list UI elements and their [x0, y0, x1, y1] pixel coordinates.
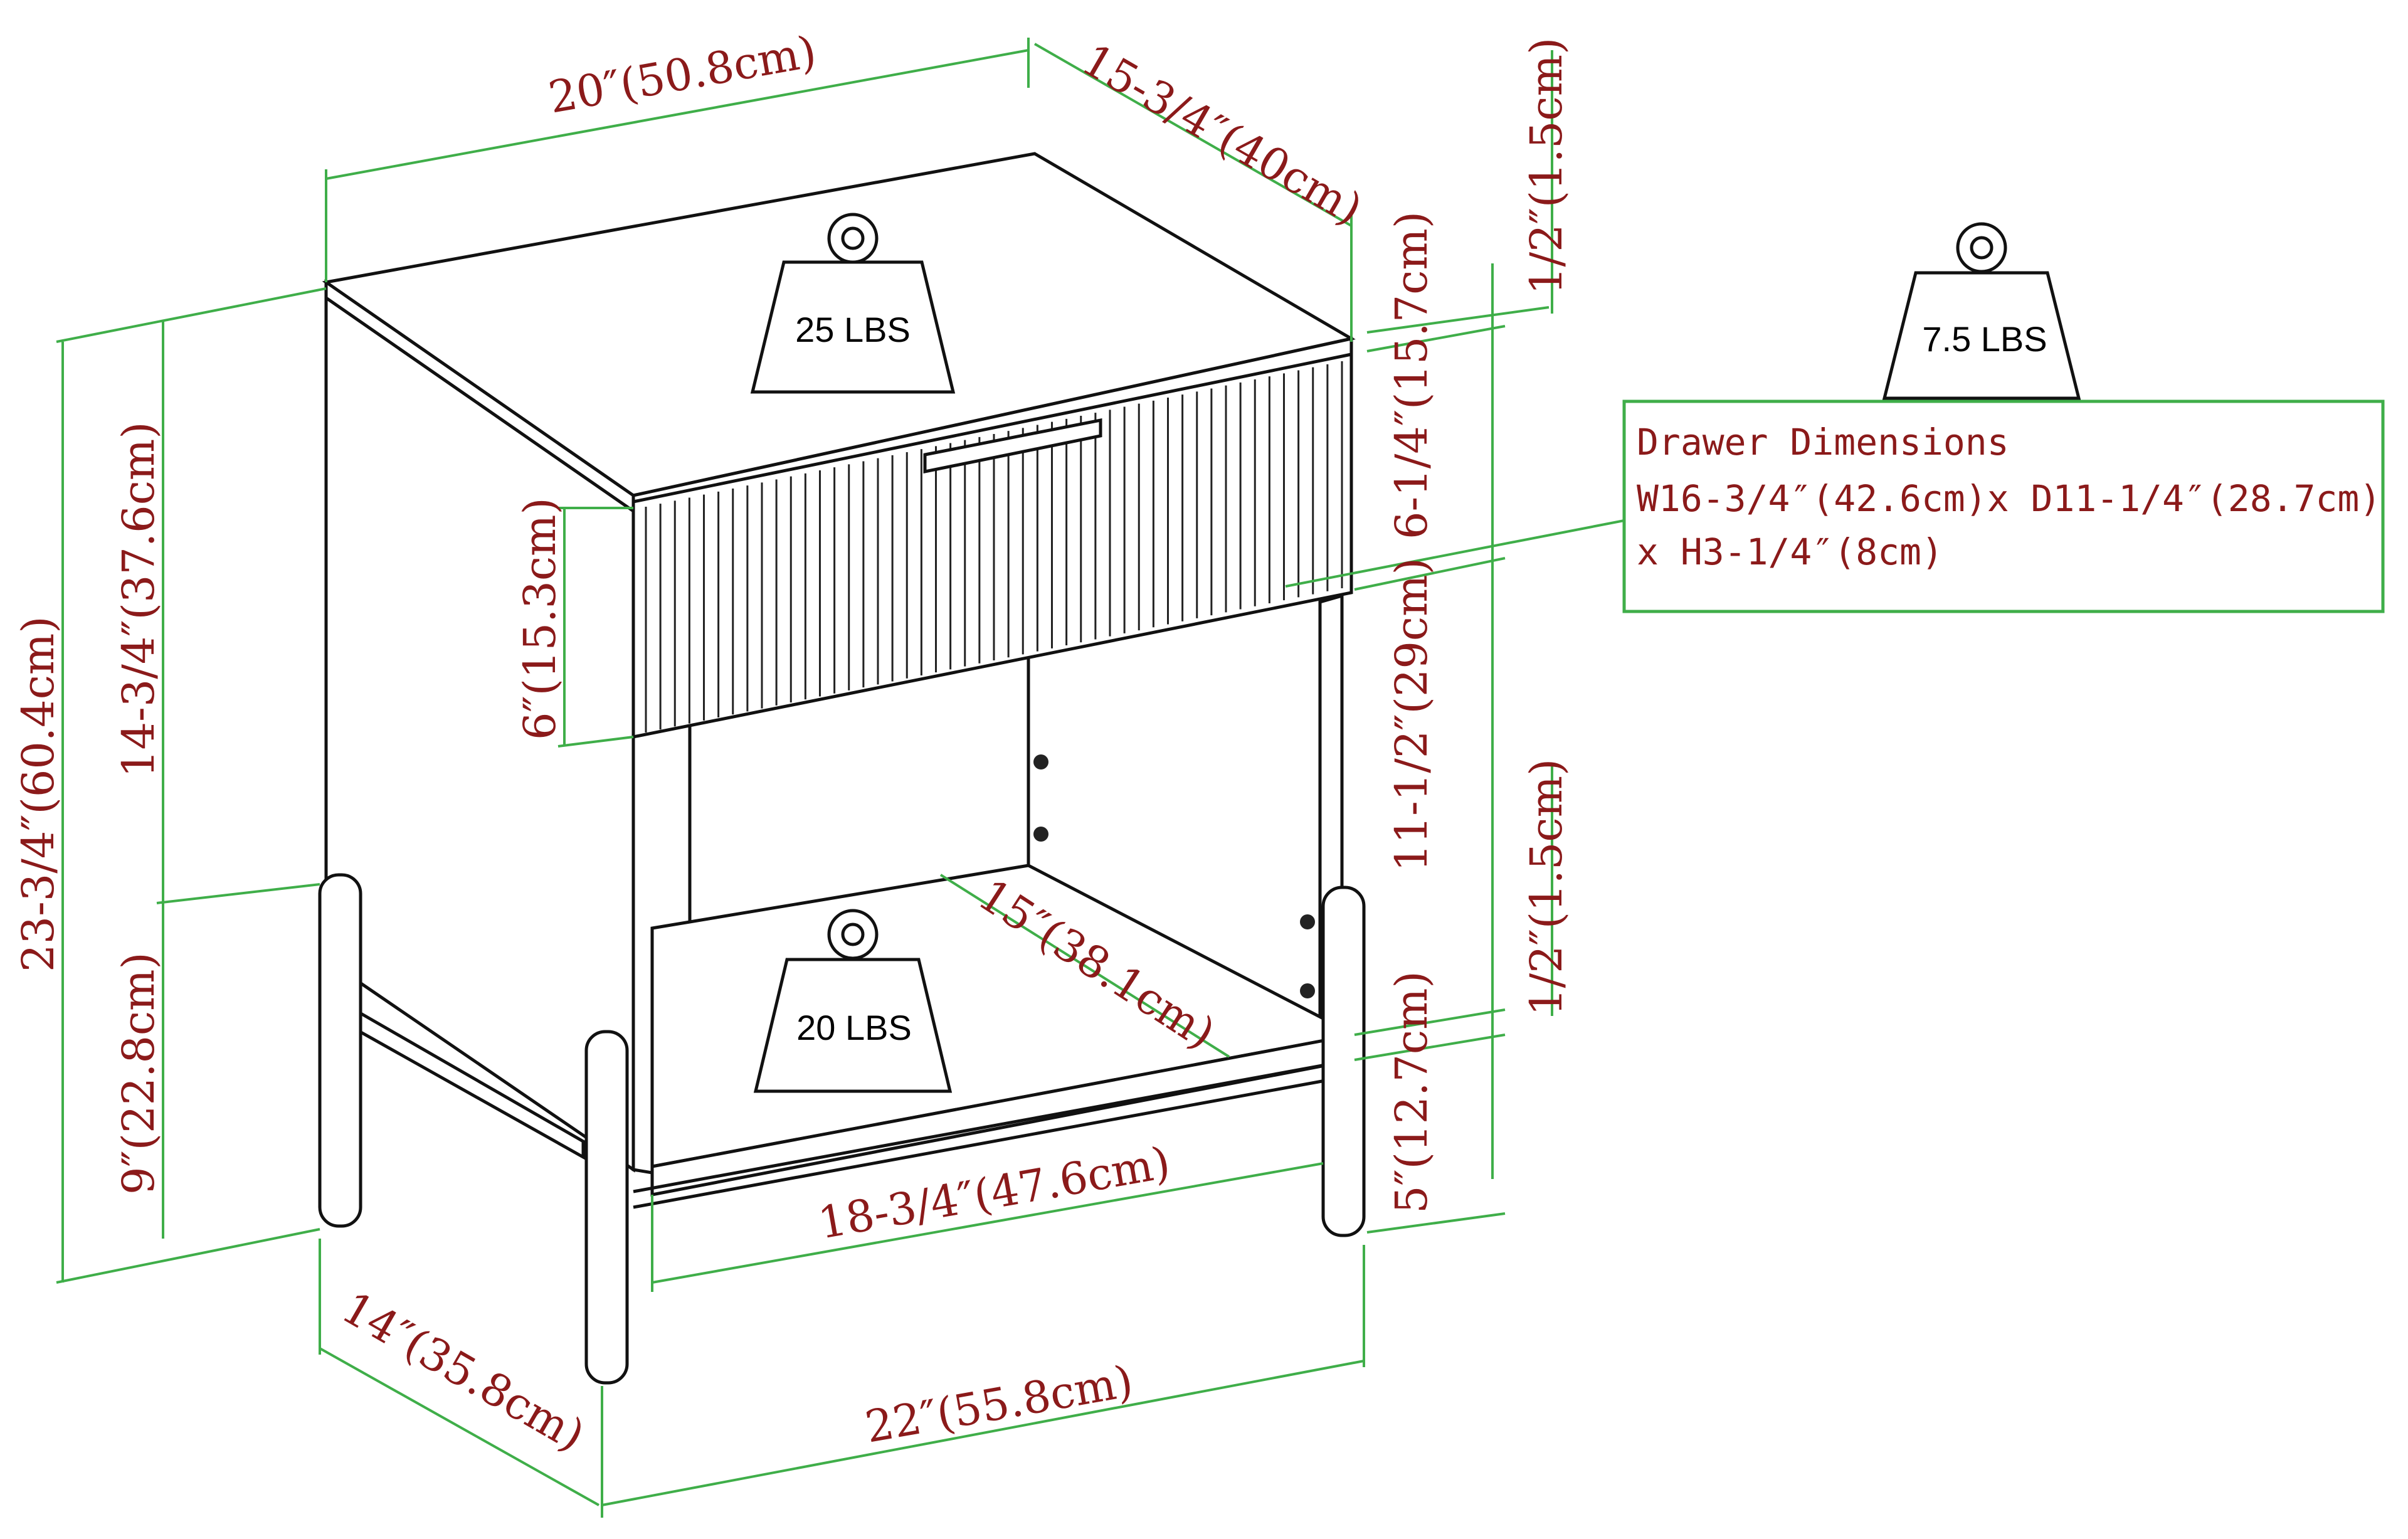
leg-front-right: [1321, 886, 1366, 1237]
weight-shelf-label: 20 LBS: [796, 1008, 912, 1047]
screw-hole: [1033, 754, 1048, 770]
weight-drawer-icon: 7.5 LBS: [1882, 222, 2081, 400]
base-stretcher-left: [353, 1008, 585, 1160]
dim-drawer-front-height: 6″(15.3cm): [514, 497, 566, 740]
nightstand-drawing: 25 LBS 7.5 LBS 20 LBS: [318, 152, 2081, 1385]
dim-leg-height: 9″(22.8cm): [113, 952, 164, 1195]
screw-hole: [1300, 983, 1315, 998]
dim-shelf-clearance: 5″(12.7cm): [1386, 971, 1437, 1214]
dim-top-width: 20″(50.8cm): [545, 26, 820, 124]
dim-base-depth: 14″(35.8cm): [334, 1282, 594, 1462]
leg-back-left: [318, 873, 362, 1228]
dim-base-width: 22″(55.8cm): [862, 1355, 1137, 1453]
dimension-lines: [56, 38, 1625, 1518]
drawer-fluting: [645, 361, 1343, 732]
dim-total-height: 23-3/4″(60.4cm): [13, 616, 64, 972]
legs: [318, 873, 1366, 1385]
screw-hole: [1300, 914, 1315, 929]
weight-top-label: 25 LBS: [795, 310, 911, 349]
weight-drawer-label: 7.5 LBS: [1922, 319, 2047, 359]
dim-shelf-thickness: 1/2″(1.5cm): [1521, 759, 1572, 1016]
drawer-dimensions-box: Drawer Dimensions W16-3/4″(42.6cm)x D11-…: [1622, 399, 2385, 613]
leg-front-left: [584, 1030, 629, 1385]
drawer-dimensions-line2: x H3-1/4″(8cm): [1637, 531, 1943, 573]
screw-hole: [1033, 827, 1048, 842]
drawer-dimensions-line1: W16-3/4″(42.6cm)x D11-1/4″(28.7cm): [1637, 477, 2381, 520]
weight-shelf-icon: 20 LBS: [753, 909, 953, 1093]
drawer-dimensions-frame: [1622, 399, 2385, 613]
drawer-handle: [923, 418, 1102, 474]
dim-drawer-height: 6-1/4″(15.7cm): [1386, 211, 1437, 539]
weight-top-icon: 25 LBS: [750, 213, 956, 394]
dim-open-height: 11-1/2″(29cm): [1386, 558, 1437, 872]
drawer-dimensions-title: Drawer Dimensions: [1637, 421, 2009, 463]
drawer-front: [631, 352, 1353, 739]
dim-top-thickness: 1/2″(1.5cm): [1521, 38, 1572, 295]
dim-body-height: 14-3/4″(37.6cm): [113, 421, 164, 778]
